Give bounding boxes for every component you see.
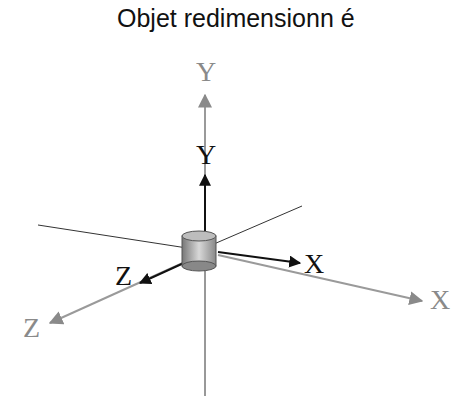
local-axis-label: X	[304, 250, 324, 278]
local-axis-label: Y	[196, 141, 216, 169]
world-axis-label: Y	[196, 58, 216, 86]
local-axis-label: Z	[115, 262, 132, 290]
world-axis-label: Z	[23, 314, 40, 342]
world-axis-label: X	[430, 286, 450, 314]
title: Objet redimensionn é	[117, 6, 355, 31]
